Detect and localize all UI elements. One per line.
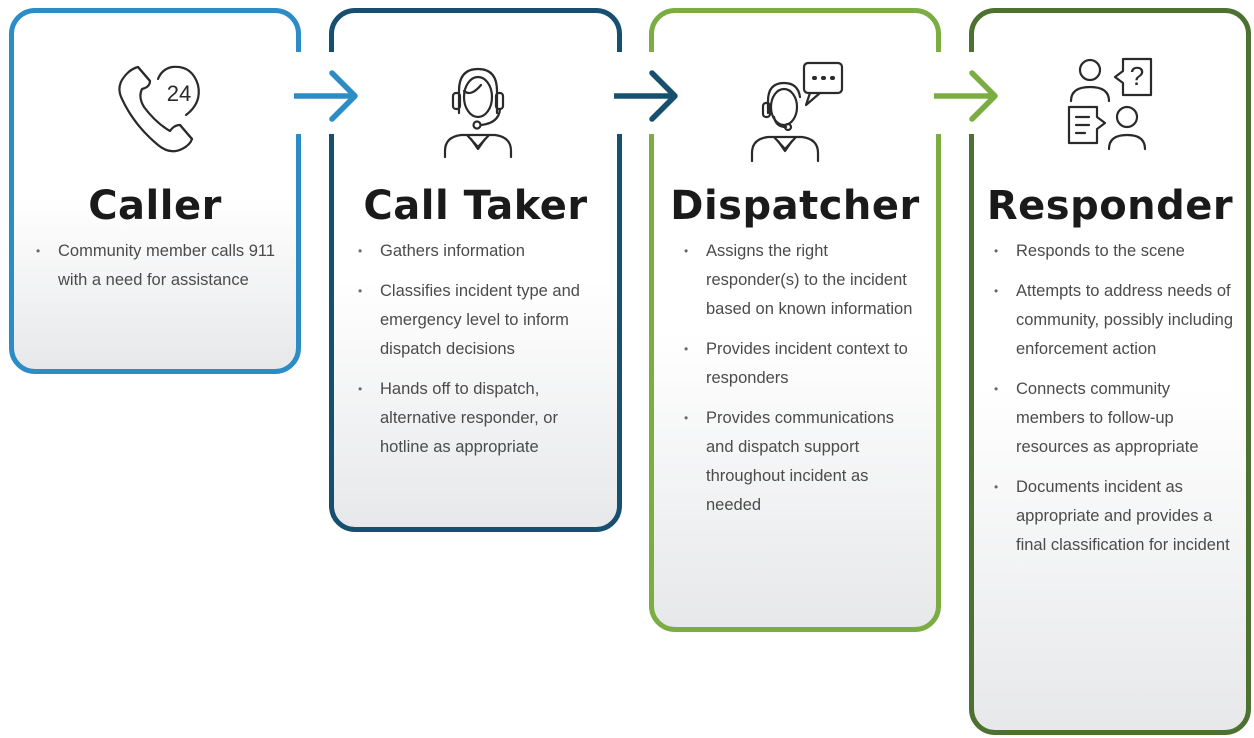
- arrow-right-icon: [294, 70, 358, 122]
- svg-text:24: 24: [167, 81, 191, 106]
- list-item: Community member calls 911 with a need f…: [34, 237, 289, 295]
- list-item: Assigns the right responder(s) to the in…: [682, 237, 922, 324]
- caller-item-list: Community member calls 911 with a need f…: [34, 237, 289, 306]
- list-item: Provides communications and dispatch sup…: [682, 404, 922, 520]
- list-item: Classifies incident type and emergency l…: [356, 277, 608, 364]
- headset-operator-icon: [334, 53, 617, 163]
- conversation-question-icon: ?: [974, 53, 1246, 163]
- stage-title-call-taker: Call Taker: [363, 183, 588, 229]
- stage-title-caller: Caller: [88, 183, 222, 229]
- arrow-right-icon: [934, 70, 998, 122]
- phone-24-icon: 24: [14, 53, 296, 163]
- call-taker-item-list: Gathers information Classifies incident …: [356, 237, 608, 473]
- list-item: Documents incident as appropriate and pr…: [992, 473, 1242, 560]
- list-item: Connects community members to follow-up …: [992, 375, 1242, 462]
- list-item: Responds to the scene: [992, 237, 1242, 266]
- list-item: Attempts to address needs of community, …: [992, 277, 1242, 364]
- border-gap: [616, 52, 630, 134]
- border-gap: [935, 52, 949, 134]
- stage-card-dispatcher: Dispatcher Assigns the right responder(s…: [649, 8, 941, 632]
- stage-title-dispatcher: Dispatcher: [670, 183, 920, 229]
- stage-card-responder: ? Responder Responds to the scene Attemp…: [969, 8, 1251, 735]
- responder-item-list: Responds to the scene Attempts to addres…: [992, 237, 1242, 571]
- operator-speech-bubble-icon: [654, 53, 936, 163]
- stage-card-call-taker: Call Taker Gathers information Classifie…: [329, 8, 622, 532]
- stage-card-caller: 24 Caller Community member calls 911 wit…: [9, 8, 301, 374]
- svg-text:?: ?: [1130, 61, 1144, 91]
- dispatcher-item-list: Assigns the right responder(s) to the in…: [682, 237, 922, 531]
- stage-title-responder: Responder: [986, 183, 1234, 229]
- list-item: Hands off to dispatch, alternative respo…: [356, 375, 608, 462]
- arrow-right-icon: [614, 70, 678, 122]
- border-gap: [295, 52, 309, 134]
- list-item: Provides incident context to responders: [682, 335, 922, 393]
- list-item: Gathers information: [356, 237, 608, 266]
